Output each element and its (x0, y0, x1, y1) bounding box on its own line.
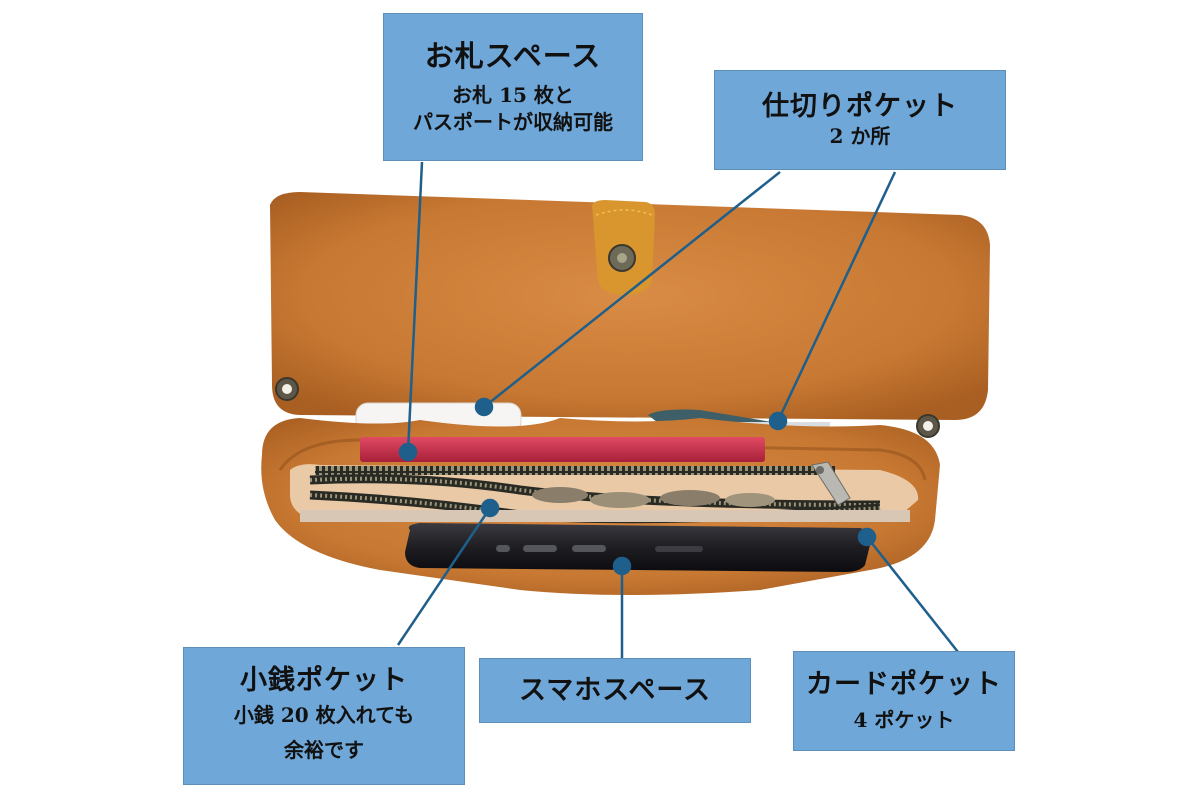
wallet-flap (270, 192, 990, 438)
callout-title: 仕切りポケット (762, 90, 958, 122)
smartphone (405, 523, 871, 572)
callout-line: パスポートが収納可能 (413, 110, 613, 135)
callout-line: 余裕です (284, 737, 364, 762)
callout-card-pocket: カードポケット 4 ポケット (793, 651, 1015, 751)
callout-title: スマホスペース (519, 674, 711, 706)
callout-connectors (396, 161, 959, 660)
callout-line: 小銭 20 枚入れても (233, 702, 415, 727)
callout-line: お札 15 枚と (452, 83, 574, 108)
callout-line: 4 ポケット (853, 708, 955, 733)
callout-phone-space: スマホスペース (479, 658, 751, 723)
callout-line: 2 か所 (829, 124, 891, 149)
callout-title: カードポケット (806, 668, 1002, 700)
callout-divider-pocket: 仕切りポケット 2 か所 (714, 70, 1006, 170)
callout-title: 小銭ポケット (240, 665, 408, 697)
card-edges (300, 510, 910, 522)
callout-bill-space: お札スペース お札 15 枚と パスポートが収納可能 (383, 13, 643, 161)
coin-zipper-pouch (290, 461, 919, 524)
callout-title: お札スペース (424, 38, 602, 73)
callout-coin-pocket: 小銭ポケット 小銭 20 枚入れても 余裕です (183, 647, 465, 785)
red-battery (360, 437, 765, 462)
